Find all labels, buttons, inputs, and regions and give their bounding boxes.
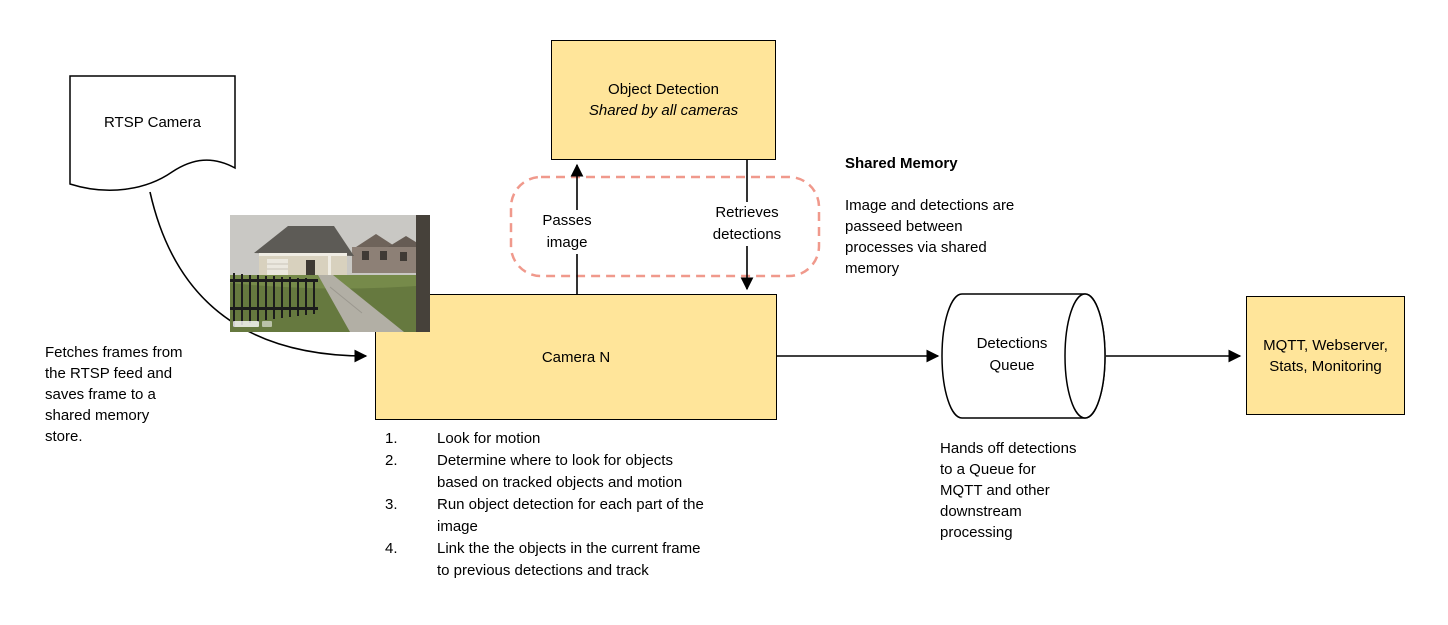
camera-step-1: Look for motion <box>385 428 541 450</box>
camera-step-3: Run object detection for each part of th… <box>385 494 704 535</box>
retrieves-detections-label: Retrieves detections <box>704 202 790 246</box>
camera-snapshot-art <box>230 215 430 332</box>
object-detection-node: Object Detection Shared by all cameras <box>551 40 776 160</box>
camera-steps-list: Look for motion Determine where to look … <box>385 428 805 582</box>
detections-queue-label: Detections Queue <box>976 335 1048 374</box>
detections-queue-cylinder-cap <box>1064 293 1106 419</box>
camera-step-4: Link the the objects in the current fram… <box>385 538 701 579</box>
sinks-node: MQTT, Webserver, Stats, Monitoring <box>1246 296 1405 415</box>
rtsp-camera-label: RTSP Camera <box>104 114 201 131</box>
object-detection-title: Object Detection <box>608 81 719 98</box>
camera-n-label: Camera N <box>541 348 611 366</box>
handoff-note: Hands off detections to a Queue for MQTT… <box>940 440 1077 541</box>
fetch-frames-note: Fetches frames from the RTSP feed and sa… <box>45 344 183 445</box>
rtsp-camera-document-shape <box>69 75 236 191</box>
shared-memory-note-body: Image and detections are passeed between… <box>845 197 1015 277</box>
object-detection-subtitle: Shared by all cameras <box>588 102 739 119</box>
shared-memory-note-title: Shared Memory <box>845 155 958 172</box>
passes-image-label: Passes image <box>531 210 603 254</box>
camera-snapshot-image <box>230 215 430 332</box>
shared-memory-note: Shared Memory Image and detections are p… <box>845 132 1065 300</box>
camera-step-2: Determine where to look for objects base… <box>385 450 683 491</box>
shared-memory-region <box>509 175 821 278</box>
sinks-label: MQTT, Webserver, Stats, Monitoring <box>1263 336 1388 375</box>
camera-n-node: Camera N <box>375 294 777 420</box>
arrow-rtsp-to-camera <box>149 191 368 363</box>
